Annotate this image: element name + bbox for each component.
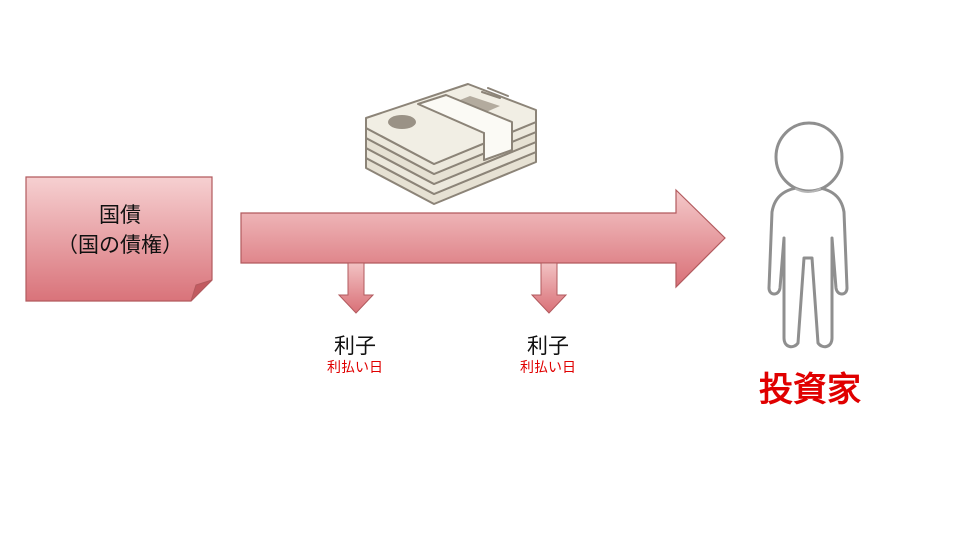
interest-down-arrow-1 (337, 262, 375, 314)
main-flow-arrow (240, 188, 726, 289)
interest-text: 利子 (527, 334, 569, 358)
person-icon (767, 121, 849, 349)
bond-subtitle: （国の債権） (57, 233, 183, 257)
banknote-bundle-icon (365, 83, 537, 205)
bond-note-card (25, 176, 213, 302)
interest-label-1: 利子 利払い日 (305, 333, 405, 377)
payment-date-text: 利払い日 (520, 360, 576, 376)
investor-label: 投資家 (759, 370, 861, 410)
interest-text: 利子 (334, 334, 376, 358)
bond-title: 国債 (99, 203, 141, 227)
interest-label-2: 利子 利払い日 (498, 333, 598, 377)
interest-down-arrow-2 (530, 262, 568, 314)
payment-date-text: 利払い日 (327, 360, 383, 376)
bond-title-block: 国債 （国の債権） (28, 200, 212, 260)
